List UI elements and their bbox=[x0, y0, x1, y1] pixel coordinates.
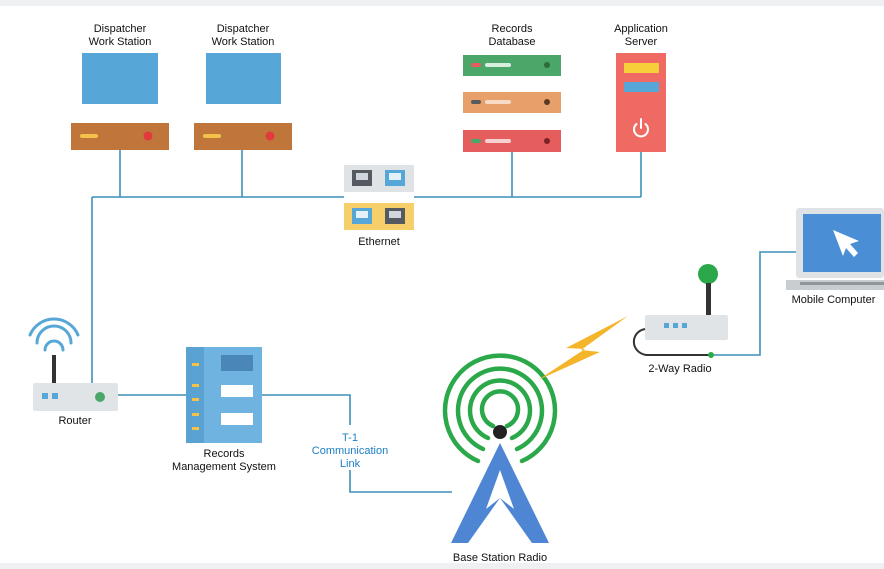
server-icon bbox=[463, 55, 561, 76]
lightning-icon bbox=[538, 316, 628, 380]
radio-tower-icon[interactable] bbox=[442, 353, 558, 543]
dispatcher-workstation-2[interactable] bbox=[194, 53, 292, 150]
server-icon bbox=[463, 92, 561, 113]
rack-icon[interactable] bbox=[186, 347, 262, 443]
radio-waves bbox=[442, 353, 558, 464]
dispatcher-1-label: Dispatcher Work Station bbox=[88, 23, 152, 48]
cursor-icon bbox=[833, 230, 859, 257]
two-way-radio-label: 2-Way Radio bbox=[648, 363, 712, 375]
ethernet-switch-icon[interactable] bbox=[344, 165, 414, 230]
dispatcher-workstation-1[interactable] bbox=[71, 53, 169, 150]
ethernet-port bbox=[352, 208, 372, 224]
power-icon bbox=[633, 118, 649, 138]
router-icon[interactable] bbox=[28, 317, 118, 411]
application-server-label: Application Server bbox=[614, 23, 668, 48]
rms-t1-link bbox=[262, 394, 351, 425]
radio-laptop-link bbox=[712, 251, 796, 356]
mobile-computer-label: Mobile Computer bbox=[791, 294, 876, 306]
records-database-label: Records Database bbox=[488, 23, 536, 48]
ethernet-port bbox=[385, 170, 405, 186]
application-server[interactable] bbox=[616, 53, 666, 152]
network-lines bbox=[91, 150, 796, 493]
records-database[interactable] bbox=[463, 55, 561, 152]
ethernet-port bbox=[352, 170, 372, 186]
router-label: Router bbox=[58, 415, 92, 427]
dispatcher-2-label: Dispatcher Work Station bbox=[211, 23, 275, 48]
monitor-icon bbox=[82, 53, 158, 104]
t1-tower-link bbox=[349, 470, 452, 493]
server-icon bbox=[463, 130, 561, 152]
monitor-icon bbox=[206, 53, 281, 104]
ethernet-label: Ethernet bbox=[358, 236, 400, 248]
t1-link-label: T-1 Communication Link bbox=[311, 432, 389, 470]
laptop-icon[interactable] bbox=[786, 208, 884, 290]
records-management-label: Records Management System bbox=[172, 448, 276, 473]
ethernet-port bbox=[385, 208, 405, 224]
base-station-label: Base Station Radio bbox=[452, 552, 548, 564]
two-way-radio-icon[interactable] bbox=[632, 264, 728, 358]
wifi-icon bbox=[28, 317, 80, 352]
